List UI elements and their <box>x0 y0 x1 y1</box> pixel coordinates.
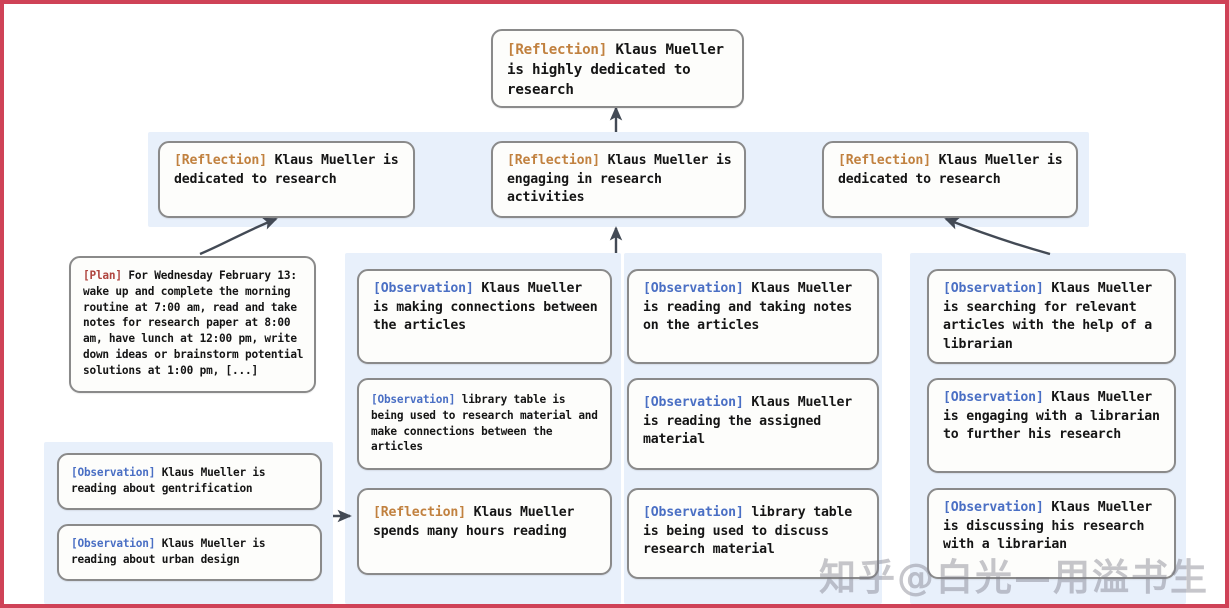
node-text: For Wednesday February 13: wake up and c… <box>83 269 310 377</box>
node-col1-reflection[interactable]: [Reflection] Klaus Mueller spends many h… <box>357 488 612 575</box>
node-col2-observation-1[interactable]: [Observation] Klaus Mueller is reading a… <box>627 269 879 364</box>
node-tag: [Reflection] <box>174 153 267 168</box>
node-text: Klaus Mueller is dedicated to research <box>174 153 407 187</box>
node-text: library table is being used to research … <box>371 393 605 454</box>
node-tag: [Observation] <box>943 281 1044 296</box>
node-tag: [Observation] <box>943 500 1044 515</box>
node-text: Klaus Mueller is reading about gentrific… <box>71 466 272 495</box>
node-tag: [Observation] <box>371 393 456 406</box>
node-tag: [Reflection] <box>373 505 466 520</box>
node-col2-observation-3[interactable]: [Observation] library table is being use… <box>627 488 879 579</box>
node-tag: [Observation] <box>943 390 1044 405</box>
node-top-reflection[interactable]: [Reflection] Klaus Mueller is highly ded… <box>491 29 744 108</box>
node-text: Klaus Mueller is engaging with a librari… <box>943 390 1168 443</box>
node-text: Klaus Mueller is reading about urban des… <box>71 537 272 566</box>
node-reflection-left[interactable]: [Reflection] Klaus Mueller is dedicated … <box>158 141 415 218</box>
node-tag: [Observation] <box>71 537 156 550</box>
node-tag: [Plan] <box>83 269 122 282</box>
node-text: Klaus Mueller is highly dedicated to res… <box>507 42 733 99</box>
node-left-observation-1[interactable]: [Observation] Klaus Mueller is reading a… <box>57 453 322 510</box>
node-col3-observation-2[interactable]: [Observation] Klaus Mueller is engaging … <box>927 378 1176 473</box>
node-col1-observation-1[interactable]: [Observation] Klaus Mueller is making co… <box>357 269 612 364</box>
node-text: Klaus Mueller spends many hours reading <box>373 505 582 539</box>
node-col1-observation-2[interactable]: [Observation] library table is being use… <box>357 378 612 470</box>
node-plan[interactable]: [Plan] For Wednesday February 13: wake u… <box>69 256 316 393</box>
node-text: Klaus Mueller is reading the assigned ma… <box>643 395 860 448</box>
node-tag: [Observation] <box>643 505 744 520</box>
node-tag: [Observation] <box>71 466 156 479</box>
node-left-observation-2[interactable]: [Observation] Klaus Mueller is reading a… <box>57 524 322 581</box>
node-tag: [Observation] <box>643 395 744 410</box>
node-text: library table is being used to discuss r… <box>643 505 860 558</box>
node-text: Klaus Mueller is engaging in research ac… <box>507 153 740 206</box>
node-tag: [Reflection] <box>507 42 608 58</box>
node-col3-observation-3[interactable]: [Observation] Klaus Mueller is discussin… <box>927 488 1176 579</box>
node-col3-observation-1[interactable]: [Observation] Klaus Mueller is searching… <box>927 269 1176 364</box>
node-text: Klaus Mueller is making connections betw… <box>373 281 606 334</box>
node-reflection-middle[interactable]: [Reflection] Klaus Mueller is engaging i… <box>491 141 746 218</box>
node-text: Klaus Mueller is reading and taking note… <box>643 281 860 334</box>
node-col2-observation-2[interactable]: [Observation] Klaus Mueller is reading t… <box>627 378 879 470</box>
node-tag: [Reflection] <box>838 153 931 168</box>
node-reflection-right[interactable]: [Reflection] Klaus Mueller is dedicated … <box>822 141 1078 218</box>
node-text: Klaus Mueller is searching for relevant … <box>943 281 1160 353</box>
node-text: Klaus Mueller is dedicated to research <box>838 153 1071 187</box>
node-tag: [Observation] <box>373 281 474 296</box>
node-text: Klaus Mueller is discussing his research… <box>943 500 1160 553</box>
node-tag: [Reflection] <box>507 153 600 168</box>
node-tag: [Observation] <box>643 281 744 296</box>
